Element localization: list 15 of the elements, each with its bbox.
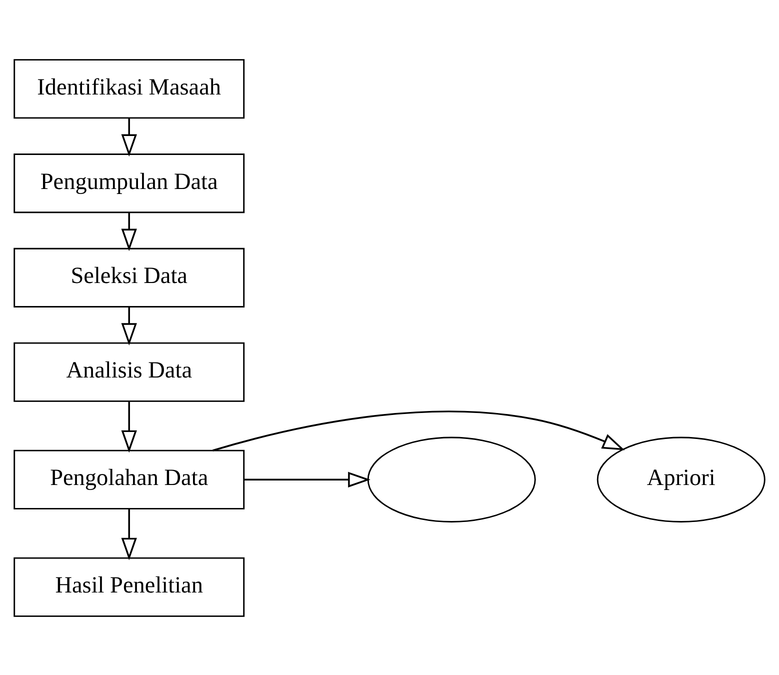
node-box: Analisis Data: [14, 342, 245, 402]
arrow: [244, 471, 370, 487]
node-box: Seleksi Data: [14, 247, 245, 307]
node-box: Identifikasi Masaah: [14, 58, 245, 118]
arrow: [121, 508, 137, 560]
node-box: Pengumpulan Data: [14, 153, 245, 213]
arrow: [121, 401, 137, 452]
node-box: Hasil Penelitian: [14, 556, 245, 616]
node-ellipse: [367, 436, 536, 522]
node-ellipse: Apriori: [596, 436, 766, 522]
node-box: Pengolahan Data: [14, 449, 245, 509]
arrow: [212, 410, 625, 451]
arrow: [121, 212, 137, 251]
arrow: [121, 118, 137, 156]
arrow: [121, 306, 137, 346]
